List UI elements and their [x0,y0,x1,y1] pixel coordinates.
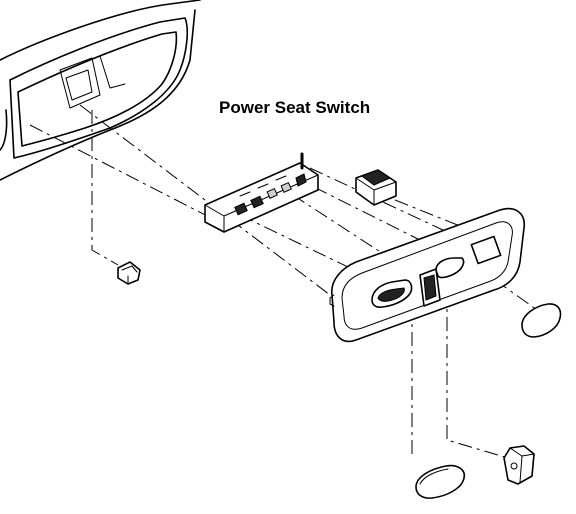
door-trim-panel [0,0,201,181]
power-seat-switch [204,152,319,233]
lower-oval-knob [415,464,466,499]
side-cap [521,303,562,338]
lower-small-knob [503,445,535,485]
seat-switch-knob [355,169,397,206]
screw [117,261,141,285]
power-seat-switch-callout: Power Seat Switch [219,98,371,117]
switch-bezel [329,207,525,343]
